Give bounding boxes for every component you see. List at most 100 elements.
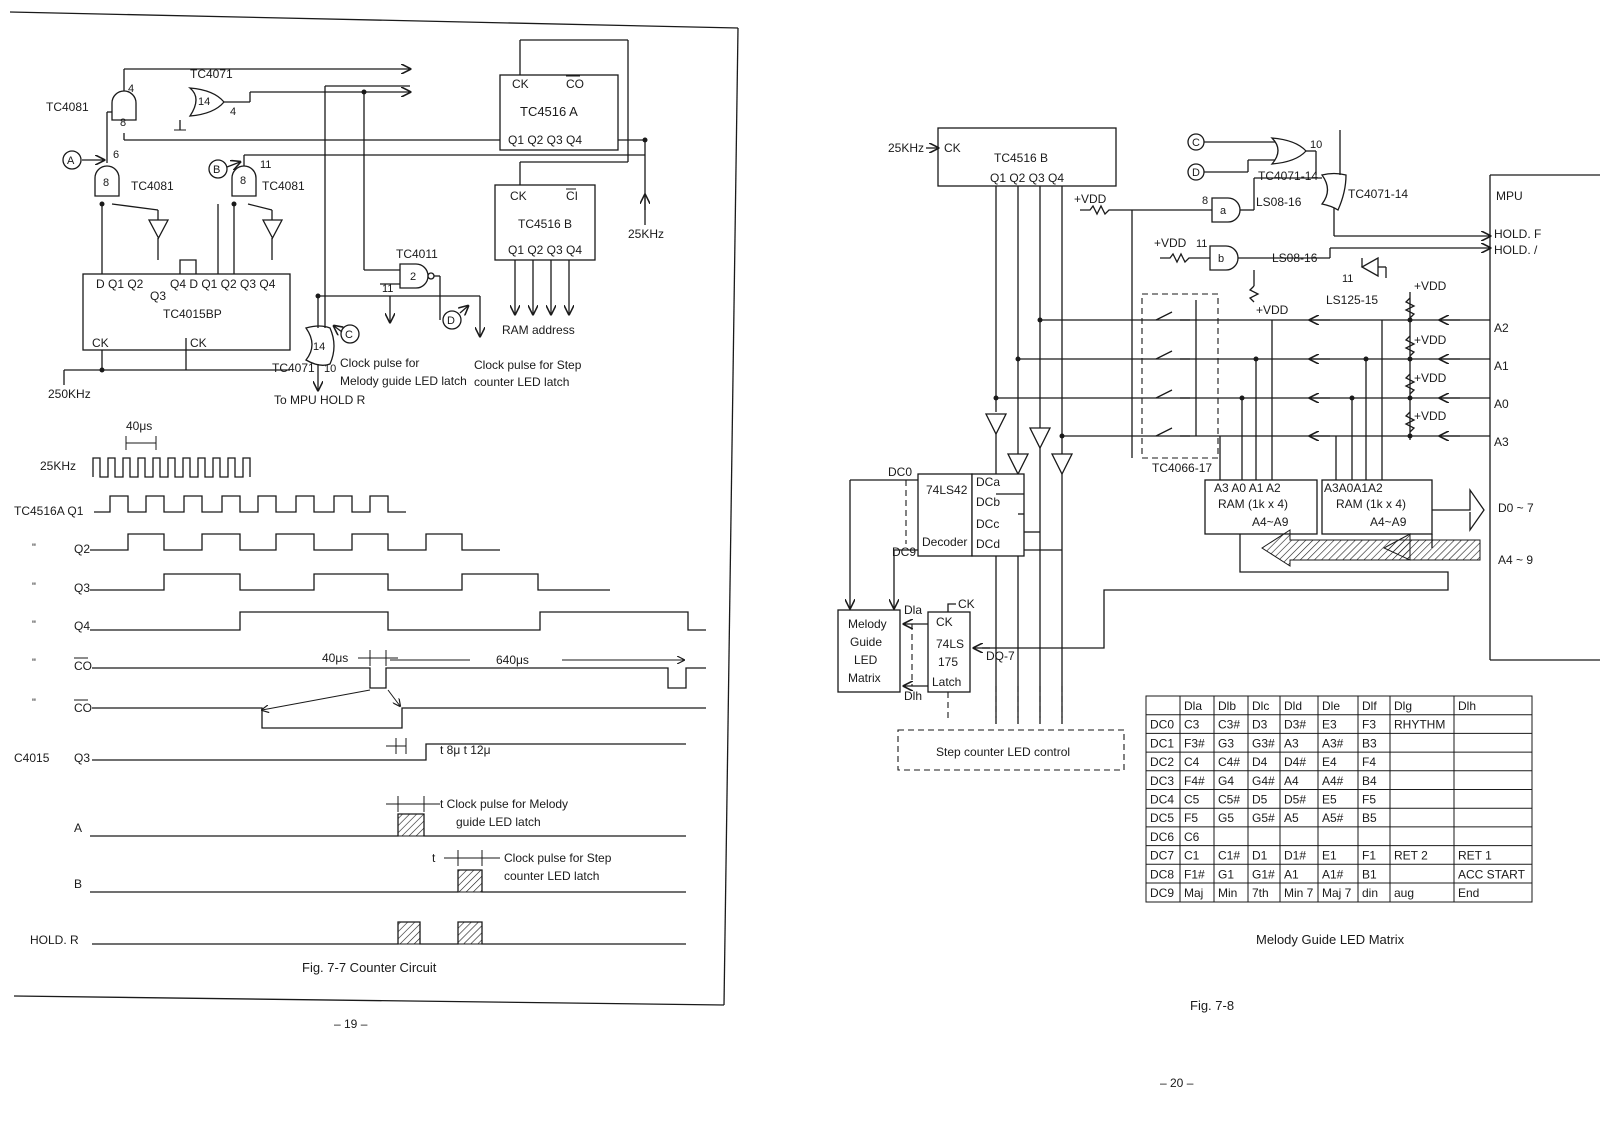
pin-label: CK xyxy=(512,77,529,91)
chip-label: LS125-15 xyxy=(1326,293,1378,307)
chip-label: TC4081 xyxy=(262,179,305,193)
chip-label: TC4071 xyxy=(272,361,315,375)
marker-letter: D xyxy=(1192,167,1200,179)
table-cell: A4# xyxy=(1322,774,1344,788)
table-cell: C1 xyxy=(1184,849,1200,863)
pin-label: 11 xyxy=(260,159,271,171)
annotation: To MPU HOLD R xyxy=(274,393,366,407)
pin-row: Q1 Q2 Q3 Q4 xyxy=(508,243,582,257)
ditto-mark: " xyxy=(32,619,36,631)
gate-pin: 8 xyxy=(1202,195,1208,207)
marker-letter: B xyxy=(213,164,220,176)
table-cell: ACC START xyxy=(1458,867,1526,881)
table-cell: C5# xyxy=(1218,793,1240,807)
chip-label: RAM (1k x 4) xyxy=(1336,497,1406,511)
table-cell: RET 1 xyxy=(1458,849,1492,863)
chip-label: TC4071-14 xyxy=(1348,187,1408,201)
table-cell: B5 xyxy=(1362,811,1377,825)
table-cell: F3 xyxy=(1362,718,1376,732)
table-cell: F1 xyxy=(1362,849,1376,863)
chip-label: TC4015BP xyxy=(163,307,222,321)
ram-address-label: RAM address xyxy=(502,323,575,337)
table-cell: D1 xyxy=(1252,849,1268,863)
ditto-mark: " xyxy=(32,657,36,669)
table-cell: F5 xyxy=(1362,793,1376,807)
bus-label: DQ-7 xyxy=(986,649,1015,663)
pin-label: DCd xyxy=(976,537,1000,551)
vdd-label: +VDD xyxy=(1414,409,1447,423)
chip-label: TC4071 xyxy=(190,67,233,81)
step-counter-led-control xyxy=(897,729,1125,771)
pin-label: Dla xyxy=(904,603,922,617)
table-cell: A1# xyxy=(1322,867,1344,881)
table-header-cell: Dlc xyxy=(1252,699,1269,713)
table-cell: DC0 xyxy=(1150,718,1174,732)
table-cell: F5 xyxy=(1184,811,1198,825)
table-header-cell: Dlb xyxy=(1218,699,1236,713)
timing-label: 640μs xyxy=(496,653,529,667)
table-cell: DC1 xyxy=(1150,736,1174,750)
table-cell: C4# xyxy=(1218,755,1240,769)
signal-name: 25KHz xyxy=(40,459,76,473)
pin-label: CO xyxy=(566,77,584,91)
pin-label: D0 ~ 7 xyxy=(1498,501,1534,515)
table-cell: C1# xyxy=(1218,849,1240,863)
table-cell: D3# xyxy=(1284,718,1306,732)
chip-label: TC4011 xyxy=(396,247,438,261)
table-cell: D1# xyxy=(1284,849,1306,863)
signal-name: CO xyxy=(74,701,92,715)
pin-label: 8 xyxy=(103,177,109,189)
ram1-chip xyxy=(1204,479,1318,535)
annotation: t Clock pulse for Melody xyxy=(440,797,568,811)
figure-caption: Fig. 7-8 xyxy=(1190,998,1234,1013)
table-cell: A5# xyxy=(1322,811,1344,825)
table-cell: E4 xyxy=(1322,755,1337,769)
table-cell: 7th xyxy=(1252,886,1269,900)
chip-label: TC4516 A xyxy=(520,104,578,119)
signal-name: CO xyxy=(74,659,92,673)
vdd-label: +VDD xyxy=(1256,303,1289,317)
annotation: Melody guide LED latch xyxy=(340,374,467,388)
table-cell: C3 xyxy=(1184,718,1200,732)
annotation: Clock pulse for Step xyxy=(474,358,582,372)
vdd-label: +VDD xyxy=(1414,279,1447,293)
chip-label: TC4071-14 xyxy=(1258,169,1318,183)
annotation: counter LED latch xyxy=(474,375,569,389)
table-header-cell: Dld xyxy=(1284,699,1302,713)
pin-label: 8 xyxy=(120,117,126,129)
marker-letter: A xyxy=(67,155,75,167)
pin-row: A3 A0 A1 A2 xyxy=(1214,481,1281,495)
pin-label: DC9 xyxy=(892,545,916,559)
pin-label: CK xyxy=(92,336,109,350)
pin-label: 8 xyxy=(240,175,246,187)
table-header-cell: Dlg xyxy=(1394,699,1412,713)
table-cell: F1# xyxy=(1184,867,1205,881)
table-cell: DC5 xyxy=(1150,811,1174,825)
table-cell: G1# xyxy=(1252,867,1275,881)
pin-label: A1 xyxy=(1494,359,1509,373)
vdd-label: +VDD xyxy=(1154,236,1187,250)
box-label: LED xyxy=(854,653,878,667)
gate-mark: b xyxy=(1218,253,1224,265)
pin-row: D Q1 Q2 xyxy=(96,277,144,291)
pin-label: 11 xyxy=(382,283,393,295)
table-cell: Min xyxy=(1218,886,1237,900)
table-cell: G1 xyxy=(1218,867,1234,881)
table-cell: G4# xyxy=(1252,774,1275,788)
pin-label: 2 xyxy=(410,271,416,283)
timing-label: 40μs xyxy=(322,651,348,665)
table-cell: D5# xyxy=(1284,793,1306,807)
table-cell: Maj 7 xyxy=(1322,886,1352,900)
signal-label: 250KHz xyxy=(48,387,91,401)
decoder-chip xyxy=(917,473,973,557)
box-label: Guide xyxy=(850,635,882,649)
pin-label: CK xyxy=(958,597,975,611)
table-cell: G5 xyxy=(1218,811,1234,825)
annotation: guide LED latch xyxy=(456,815,541,829)
table-cell: End xyxy=(1458,886,1479,900)
table-cell: DC3 xyxy=(1150,774,1174,788)
table-cell: din xyxy=(1362,886,1378,900)
pin-label: DCc xyxy=(976,517,999,531)
table-cell: B1 xyxy=(1362,867,1377,881)
